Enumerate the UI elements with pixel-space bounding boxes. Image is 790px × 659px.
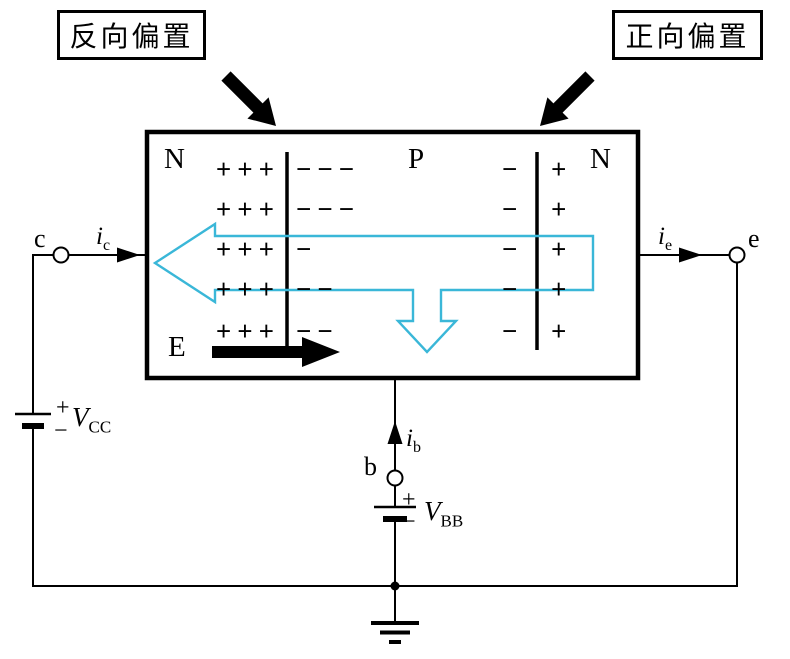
charge-row: −−− xyxy=(296,154,361,184)
current-ie-label: ie xyxy=(658,223,673,254)
ground-symbol xyxy=(371,621,419,644)
terminal-e-label: e xyxy=(748,224,760,253)
reverse-bias-label: 反向偏置 xyxy=(69,22,194,53)
region-n-left-label: N xyxy=(164,143,185,175)
charge-row: − xyxy=(502,194,524,224)
terminal-e-node xyxy=(728,246,746,264)
forward-bias-pointer-arrow xyxy=(540,71,595,126)
vcc-plus-sign: + xyxy=(56,395,70,421)
vcc-minus-sign: − xyxy=(54,418,68,444)
charge-row: − xyxy=(502,316,524,346)
charge-row: + xyxy=(551,194,573,224)
charge-row: +++ xyxy=(215,316,280,346)
charge-row: + xyxy=(551,154,573,184)
charge-row: − xyxy=(296,234,318,264)
vbb-label: VBB xyxy=(424,496,464,531)
charge-row: − xyxy=(502,274,524,304)
efield-arrow-head xyxy=(302,337,340,367)
charge-row: − xyxy=(502,234,524,264)
charge-row: −−− xyxy=(296,194,361,224)
efield-arrow-shaft xyxy=(212,346,302,358)
terminal-b-label: b xyxy=(364,452,377,481)
wire-junction-dot xyxy=(390,581,400,591)
charge-row: − xyxy=(502,154,524,184)
forward-bias-label: 正向偏置 xyxy=(625,22,750,53)
reverse-bias-pointer-arrow xyxy=(221,71,276,126)
outer-loop-wire xyxy=(32,262,738,587)
ie-arrow-head xyxy=(679,247,702,263)
ib-arrow-head xyxy=(387,421,403,444)
charge-row: −− xyxy=(296,274,339,304)
charge-row: + xyxy=(551,316,573,346)
current-ic-label: ic xyxy=(96,223,111,254)
forward-bias-label-box: 正向偏置 xyxy=(612,10,763,60)
charge-row: + xyxy=(551,234,573,264)
terminal-b-node xyxy=(386,469,404,487)
current-ib-label: ib xyxy=(406,425,421,456)
charge-row: +++ xyxy=(215,154,280,184)
charge-row: + xyxy=(551,274,573,304)
ic-arrow-head xyxy=(117,247,140,263)
transistor-body-box xyxy=(144,129,641,381)
reverse-bias-label-box: 反向偏置 xyxy=(57,10,206,60)
left-wire-to-vcc xyxy=(32,254,54,414)
charge-row: +++ xyxy=(215,234,280,264)
electron-flow-arrow xyxy=(152,221,595,354)
vbb-minus-sign: − xyxy=(402,509,416,535)
vcc-label: VCC xyxy=(72,402,112,437)
region-p-label: P xyxy=(408,143,425,175)
terminal-c-label: c xyxy=(34,224,46,253)
terminal-c-node xyxy=(52,246,70,264)
efield-label: E xyxy=(168,331,186,363)
region-n-right-label: N xyxy=(590,143,611,175)
charge-row: +++ xyxy=(215,194,280,224)
charge-row: −− xyxy=(296,316,339,346)
vbb-plus-sign: + xyxy=(402,487,416,513)
charge-row: +++ xyxy=(215,274,280,304)
